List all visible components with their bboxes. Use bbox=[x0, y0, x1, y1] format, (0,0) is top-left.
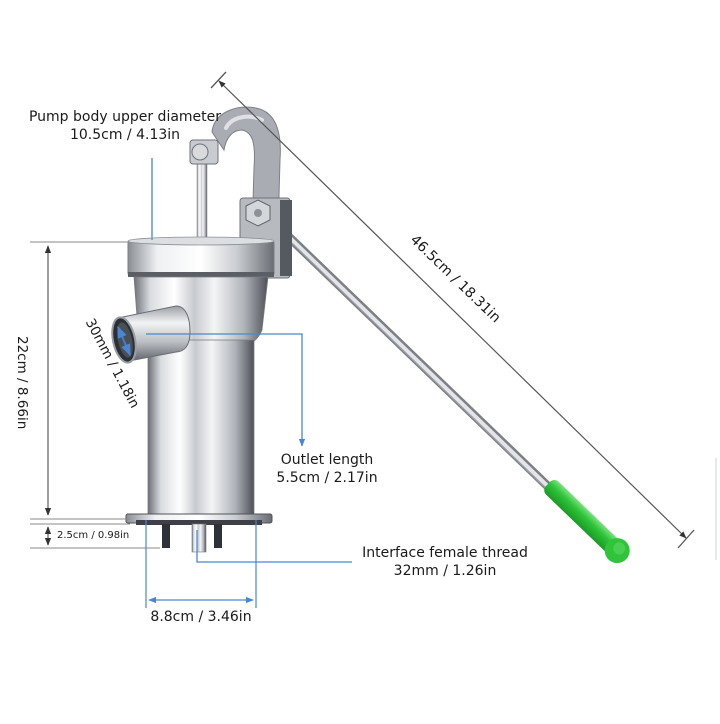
base-width-label: 8.8cm / 3.46in bbox=[140, 609, 262, 627]
pump-body bbox=[125, 236, 275, 553]
handle-length-dimension bbox=[210, 71, 695, 549]
upper-diameter-value: 10.5cm / 4.13in bbox=[69, 126, 181, 143]
interface-thread-leader bbox=[196, 530, 352, 563]
green-grip bbox=[544, 479, 630, 564]
outlet-length-title: Outlet length bbox=[280, 452, 374, 468]
body-height-dimension bbox=[30, 241, 160, 549]
base-height-value: 2.5cm / 0.98in bbox=[57, 530, 130, 541]
bolt-upper bbox=[245, 199, 271, 227]
base-width-value: 8.8cm / 3.46in bbox=[150, 609, 252, 625]
upper-diameter-title: Pump body upper diameter bbox=[28, 109, 222, 125]
interface-thread-title: Interface female thread bbox=[362, 545, 528, 561]
outlet-length-value: 5.5cm / 2.17in bbox=[276, 469, 378, 486]
body-height-value: 22cm / 8.66in bbox=[14, 336, 30, 430]
interface-thread-label: Interface female thread 32mm / 1.26in bbox=[350, 545, 540, 580]
outlet-diameter-dimension bbox=[117, 325, 131, 357]
body-height-label: 22cm / 8.66in bbox=[13, 336, 30, 429]
base-height-label: 2.5cm / 0.98in bbox=[57, 530, 129, 543]
interface-thread-value: 32mm / 1.26in bbox=[393, 562, 497, 579]
piston-rod bbox=[196, 159, 208, 243]
outlet-length-label: Outlet length 5.5cm / 2.17in bbox=[262, 452, 392, 487]
upper-diameter-label: Pump body upper diameter 10.5cm / 4.13in bbox=[25, 109, 225, 144]
